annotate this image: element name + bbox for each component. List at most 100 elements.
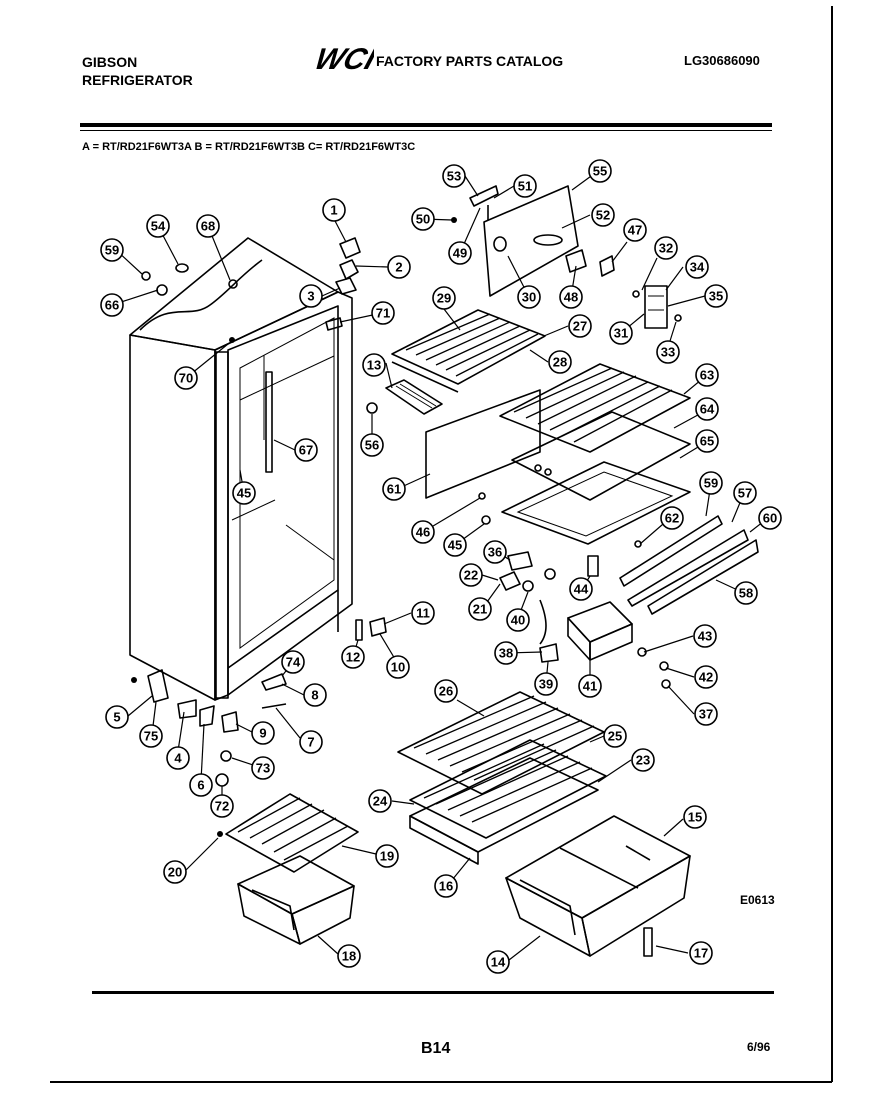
callout-11: 11 [411,601,435,625]
callout-label: 32 [659,241,673,256]
callout-label: 17 [694,946,708,961]
callout-18: 18 [337,944,361,968]
callout-label: 54 [151,219,166,234]
callout-label: 23 [636,753,650,768]
callout-label: 63 [700,368,714,383]
callout-label: 5 [113,710,120,725]
callout-label: 45 [237,486,251,501]
callout-label: 48 [564,290,578,305]
product-type: REFRIGERATOR [82,72,193,88]
callout-label: 35 [709,289,723,304]
callout-37: 37 [694,702,718,726]
callout-39: 39 [534,672,558,696]
callout-label: 28 [553,355,567,370]
footer-rule [92,991,774,994]
callout-label: 9 [259,726,266,741]
wci-logo: WCI [312,44,374,72]
callout-label: 66 [105,298,119,313]
callout-20: 20 [163,860,187,884]
callout-70: 70 [174,366,198,390]
callout-52: 52 [591,203,615,227]
callout-label: 13 [367,358,381,373]
callout-36: 36 [483,540,507,564]
callout-label: 7 [307,735,314,750]
callout-label: 3 [307,289,314,304]
callout-label: 33 [661,345,675,360]
callout-15: 15 [683,805,707,829]
callout-53: 53 [442,164,466,188]
callout-label: 62 [665,511,679,526]
callout-68: 68 [196,214,220,238]
callout-label: 74 [286,655,301,670]
callout-44: 44 [569,577,593,601]
callout-60: 60 [758,506,782,530]
callout-14: 14 [486,950,510,974]
callout-31: 31 [609,321,633,345]
callout-73: 73 [251,756,275,780]
callout-42: 42 [694,665,718,689]
callout-71: 71 [371,301,395,325]
model-list: A = RT/RD21F6WT3A B = RT/RD21F6WT3B C= R… [82,141,416,153]
callout-label: 64 [700,402,715,417]
callout-label: 71 [376,306,390,321]
callout-label: 34 [690,260,705,275]
callout-label: 8 [311,688,318,703]
page-code: B14 [421,1040,451,1057]
callout-label: 21 [473,602,487,617]
callout-45: 45 [232,481,256,505]
callout-label: 67 [299,443,313,458]
callout-24: 24 [368,789,392,813]
callout-label: 10 [391,660,405,675]
callout-74: 74 [281,650,305,674]
callout-28: 28 [548,350,572,374]
callout-62: 62 [660,506,684,530]
callout-label: 30 [522,290,536,305]
callout-9: 9 [251,721,275,745]
callout-26: 26 [434,679,458,703]
callout-label: 45 [448,538,462,553]
callout-49: 49 [448,241,472,265]
callout-label: 73 [256,761,270,776]
figure-id: E0613 [740,893,775,907]
callout-label: 61 [387,482,401,497]
callout-label: 11 [416,606,430,621]
callout-2: 2 [387,255,411,279]
callout-label: 42 [699,670,713,685]
catalog-title: FACTORY PARTS CATALOG [376,53,564,69]
callout-label: 68 [201,219,215,234]
callout-label: 16 [439,879,453,894]
callout-46: 46 [411,520,435,544]
meat-keeper [217,793,359,945]
callout-label: 46 [416,525,430,540]
callout-label: 41 [583,679,597,694]
freezer-shelf [391,309,546,393]
callout-33: 33 [656,340,680,364]
callout-3: 3 [299,284,323,308]
callout-5: 5 [105,705,129,729]
callout-12: 12 [341,645,365,669]
callout-label: 53 [447,169,461,184]
callout-67: 67 [294,438,318,462]
callout-72: 72 [210,794,234,818]
callout-43: 43 [693,624,717,648]
callout-label: 44 [574,582,589,597]
callout-label: 36 [488,545,502,560]
callout-label: 59 [704,476,718,491]
callout-label: 40 [511,613,525,628]
callout-label: 2 [395,260,402,275]
callout-23: 23 [631,748,655,772]
callout-label: 19 [380,849,394,864]
callout-label: 26 [439,684,453,699]
svg-text:WCI: WCI [312,44,374,72]
callout-19: 19 [375,844,399,868]
callout-63: 63 [695,363,719,387]
callout-48: 48 [559,285,583,309]
callout-label: 51 [518,179,532,194]
callout-label: 50 [416,212,430,227]
callout-4: 4 [166,746,190,770]
callout-66: 66 [100,293,124,317]
callout-27: 27 [568,314,592,338]
callout-label: 60 [763,511,777,526]
callout-65: 65 [695,429,719,453]
